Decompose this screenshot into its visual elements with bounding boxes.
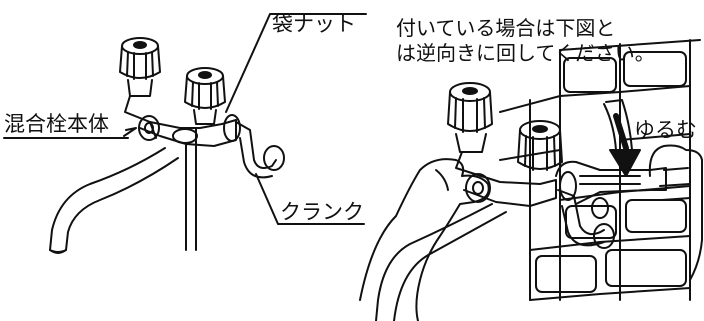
left-faucet-figure: [49, 37, 285, 254]
right-hand: [648, 144, 703, 281]
crank-label: クランク: [280, 200, 364, 224]
mixer-body: [124, 95, 241, 147]
loosen-arrow: [603, 99, 641, 177]
loosen-label: ゆるむ: [634, 118, 697, 142]
mixer-arrow: [123, 127, 137, 137]
instruction-line-1: 付いている場合は下図と: [396, 16, 616, 40]
spout: [49, 147, 179, 254]
left-handle: [119, 37, 161, 97]
right-handle: [184, 67, 226, 125]
wrench: [555, 160, 667, 219]
right-faucet-figure: [375, 82, 615, 321]
crank-right: [235, 121, 285, 179]
bag-nut-label: 袋ナット: [272, 12, 356, 36]
left-hand: [359, 158, 490, 321]
vertical-pipe: [185, 143, 197, 251]
crank-leader: [255, 173, 365, 225]
mixer-body-label: 混合栓本体: [4, 112, 109, 136]
instruction-line-2: は逆向きに回してください。: [396, 41, 655, 65]
tile-wall: [499, 39, 701, 301]
bag-nut-leader: [225, 13, 367, 113]
instruction-note: 付いている場合は下図と は逆向きに回してください。: [396, 0, 655, 66]
